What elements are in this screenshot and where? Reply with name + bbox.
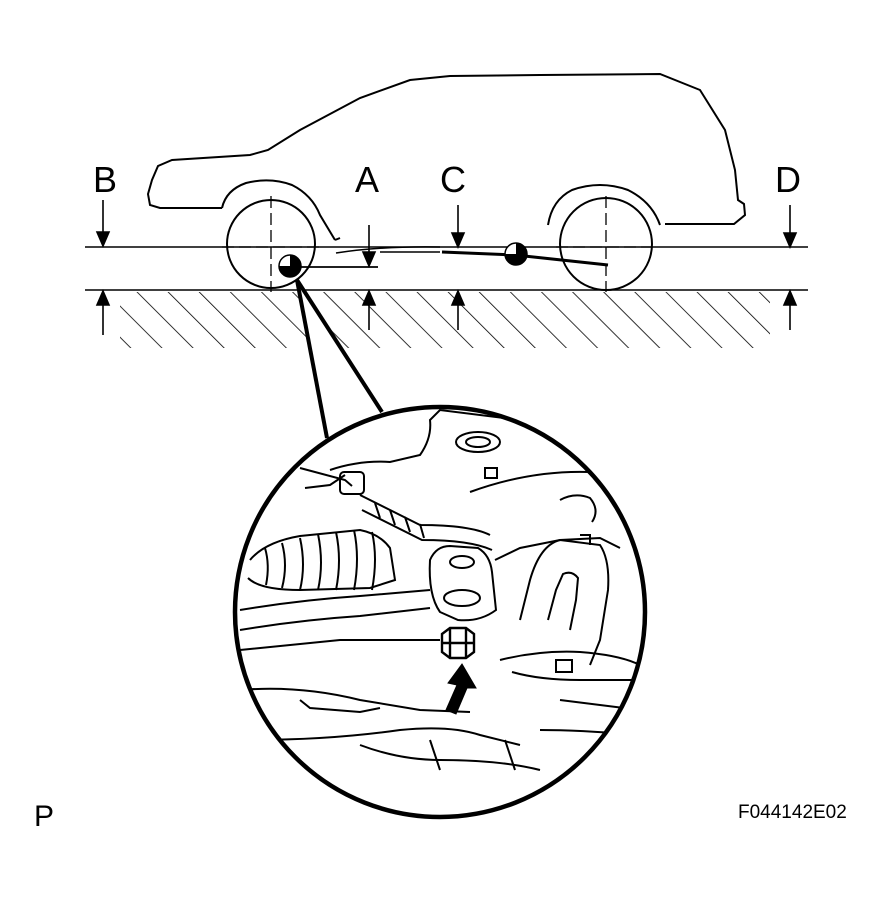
corner-mark-p: P bbox=[34, 800, 54, 833]
label-a: A bbox=[355, 159, 379, 200]
figure-code: F044142E02 bbox=[738, 802, 847, 823]
dimension-arrow-d bbox=[782, 205, 798, 330]
rear-wheel bbox=[556, 196, 656, 292]
front-wheel bbox=[222, 196, 320, 292]
label-c: C bbox=[440, 159, 466, 200]
label-d: D bbox=[775, 159, 801, 200]
dimension-arrow-b bbox=[95, 200, 111, 335]
crosshair-dot-icon bbox=[504, 242, 528, 266]
dimension-arrow-a bbox=[361, 225, 377, 330]
detail-magnifier bbox=[232, 404, 648, 820]
dimension-arrow-c bbox=[450, 205, 466, 330]
label-b: B bbox=[93, 159, 117, 200]
ground-hatching bbox=[120, 292, 770, 348]
adjusting-nut bbox=[440, 626, 476, 660]
car-body-outline bbox=[146, 72, 747, 241]
reference-lines bbox=[85, 246, 808, 291]
callout-pointer bbox=[295, 278, 412, 439]
crosshair-dot-icon bbox=[278, 254, 302, 278]
arrow-up-icon bbox=[445, 663, 477, 715]
